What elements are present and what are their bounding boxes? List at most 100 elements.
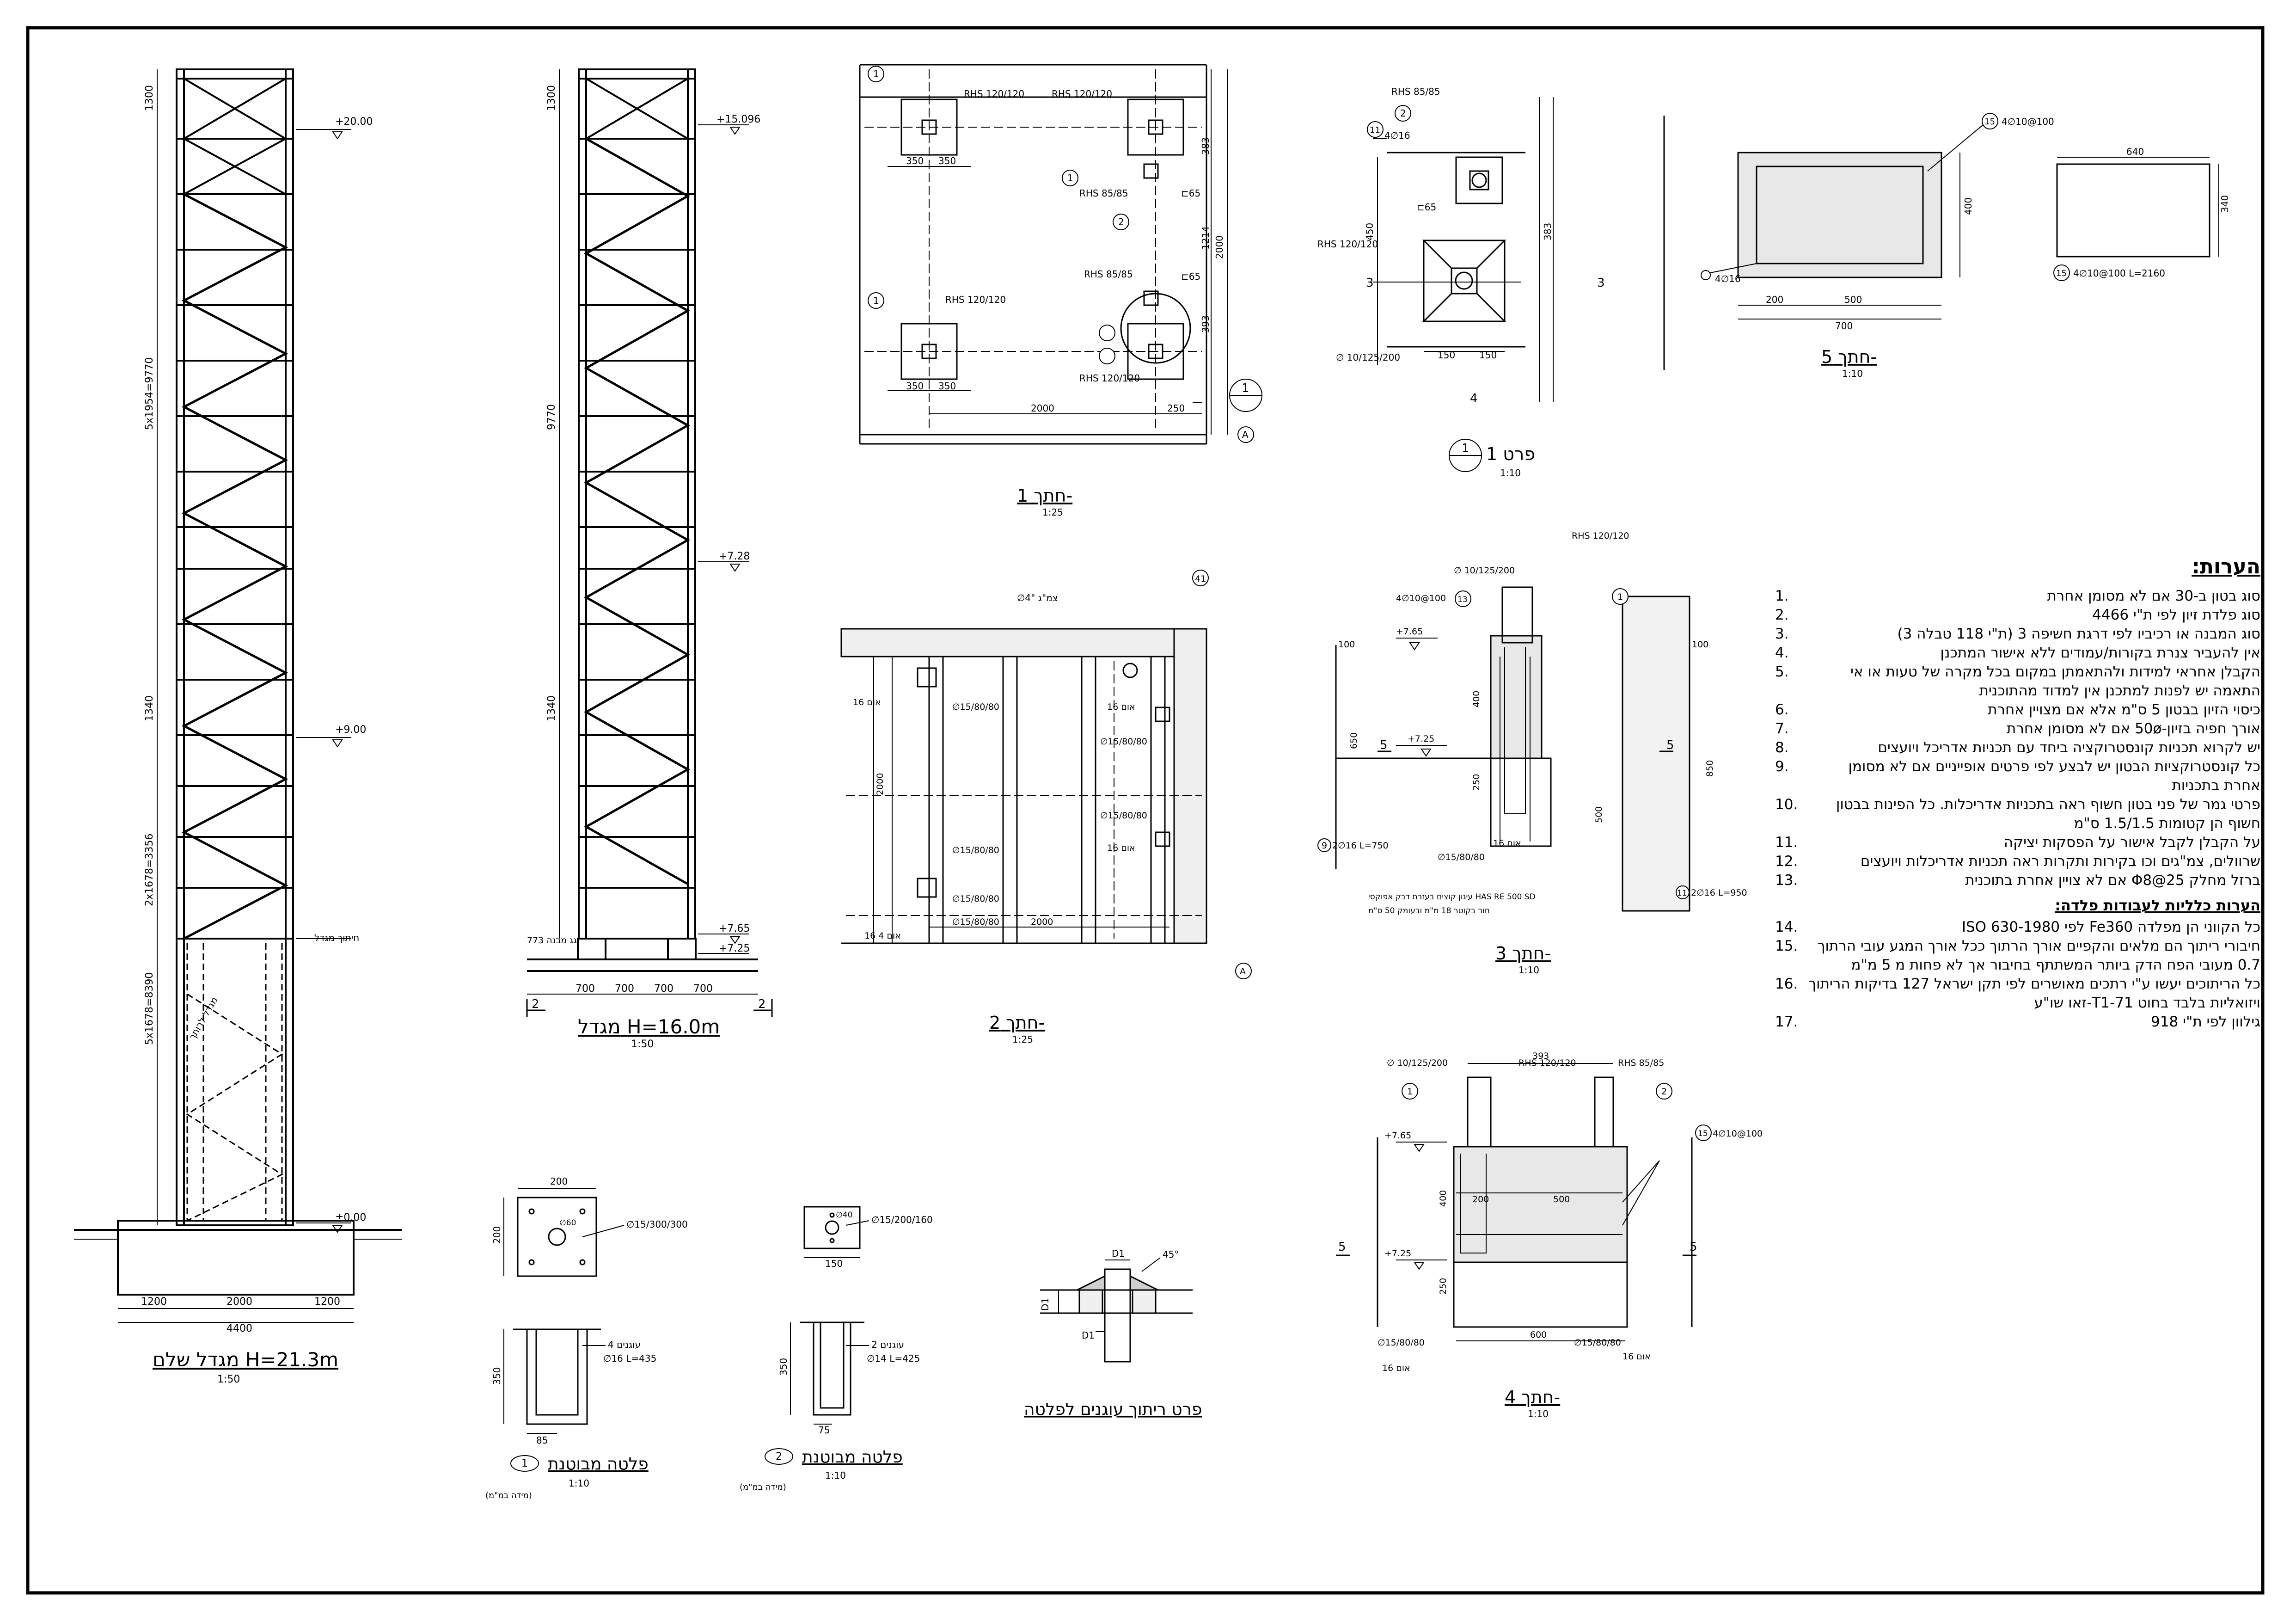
level-15096: +15.096 bbox=[716, 114, 760, 125]
section-1-texts: RHS 120/120 RHS 120/120 RHS 85/85 RHS 85… bbox=[873, 68, 1249, 440]
s3-dim-100: 100 bbox=[1338, 639, 1355, 650]
weld-label-angle: 45° bbox=[1163, 1249, 1179, 1260]
notes-title: הערות: bbox=[2192, 555, 2260, 578]
dim-4400: 4400 bbox=[227, 1323, 252, 1334]
note-number: 8. bbox=[1775, 739, 1789, 756]
s1-label-c65-a: ⊏65 bbox=[1181, 188, 1200, 199]
s1-callout-1c: 1 bbox=[1067, 172, 1073, 184]
s1-label-rhs120-b: RHS 120/120 bbox=[1052, 88, 1112, 99]
d1-section-4: 4 bbox=[1470, 392, 1478, 406]
p2-label-bar: ∅14 L=425 bbox=[867, 1353, 920, 1364]
section-5-scale: 1:10 bbox=[1842, 368, 1863, 379]
dim-1300-b: 1300 bbox=[546, 85, 557, 111]
s4-callout-15: 15 bbox=[1698, 1129, 1708, 1138]
note-text: כל קונסטרוקציות הבטון יש לבצע לפי פרטים … bbox=[1848, 758, 2260, 794]
section-2-title: חתך 2- bbox=[989, 1013, 1045, 1033]
plate-1-num: 1 bbox=[521, 1458, 528, 1469]
label-welded: מגדל לרותך bbox=[187, 995, 220, 1042]
steel-note-text: חיבורי ריתוך הם מלאים והקפיים אורך הרתוך… bbox=[1817, 938, 2260, 973]
d1-callout-2: 2 bbox=[1400, 108, 1406, 119]
p2-label-hole: ∅40 bbox=[836, 1210, 852, 1220]
section-1-title-block: חתך 1- 1:25 bbox=[1017, 485, 1072, 518]
section-5-title: חתך 5- bbox=[1821, 347, 1877, 367]
s3-label-hole: חור בקוטר 18 מ"מ ובעומק 50 ס"מ bbox=[1368, 906, 1490, 915]
d1-dim-383: 383 bbox=[1542, 223, 1553, 240]
note-item: כיסוי הזיון בבטון 5 ס"מ אלא אם מצויין אח… bbox=[1775, 700, 2260, 719]
d1-section-3-right: 3 bbox=[1597, 276, 1605, 290]
s1-dim-2000-h: 2000 bbox=[1031, 403, 1054, 414]
s3-label-nut: 16 אום bbox=[1493, 838, 1521, 848]
s1-dim-350-b: 350 bbox=[938, 155, 956, 166]
d1-label-4d16: 4∅16 bbox=[1384, 130, 1410, 141]
s5-dim-400: 400 bbox=[1963, 197, 1974, 215]
section-2-scale: 1:25 bbox=[1012, 1034, 1033, 1045]
s3-dim-850: 850 bbox=[1705, 760, 1715, 777]
s1-callout-1a: 1 bbox=[873, 68, 879, 80]
s4-dim-400: 400 bbox=[1438, 1190, 1448, 1207]
s5-dim-200: 200 bbox=[1766, 294, 1783, 305]
note-item: ברזל מחלק Φ8@25 אם לא צויין אחרת בתוכנית… bbox=[1775, 871, 2260, 890]
s4-dim-500: 500 bbox=[1553, 1194, 1570, 1204]
label-cut: חיתוך מגדל bbox=[314, 932, 359, 943]
note-item: שרוולים, צמ"גים וכו בקירות ותקרות ראה תכ… bbox=[1775, 852, 2260, 871]
d1-dim-450: 450 bbox=[1364, 223, 1375, 240]
s2-label-nut-b: 16 אום bbox=[1107, 702, 1135, 712]
s1-label-rhs120-d: RHS 120/120 bbox=[1079, 373, 1140, 384]
s1-dim-350-c: 350 bbox=[906, 381, 924, 392]
section-3-scale: 1:10 bbox=[1518, 965, 1539, 976]
s4-level-725: +7.25 bbox=[1384, 1248, 1411, 1259]
section-2-title-block: חתך 2- 1:25 bbox=[989, 1013, 1045, 1045]
note-item: פרטי גמר של פני בטון חשוף ראה בתכניות אד… bbox=[1775, 795, 2260, 833]
steel-notes-list: כל הקווני הן מפלדה Fe360 לפי ISO 630-198… bbox=[1775, 918, 2260, 1032]
plate-1-title: פלטה מבוטנת bbox=[548, 1455, 649, 1474]
s2-label-nut-c: 16 אום bbox=[1107, 843, 1135, 853]
weld-detail-title-block: פרט ריתוך עוגנים לפלטה bbox=[1024, 1400, 1202, 1419]
note-number: 6. bbox=[1775, 701, 1789, 718]
p1-label-anchors: 4 עוגנים bbox=[608, 1339, 641, 1350]
tower-full-title-block: מגדל שלם H=21.3m 1:50 bbox=[153, 1348, 338, 1385]
plate-2-scale: 1:10 bbox=[825, 1470, 846, 1481]
s2-label-plate-b: ∅15/80/80 bbox=[1100, 737, 1147, 747]
section-4-scale: 1:10 bbox=[1528, 1408, 1549, 1419]
detail-1-num: 1 bbox=[1462, 442, 1469, 455]
section-3-title-block: חתך 3- 1:10 bbox=[1495, 943, 1551, 976]
dim-1300: 1300 bbox=[144, 85, 155, 111]
s3-dim-650: 650 bbox=[1349, 732, 1359, 749]
s3-dim-100-r: 100 bbox=[1692, 639, 1708, 650]
s5-dim-500: 500 bbox=[1844, 294, 1862, 305]
steel-notes-title: הערות כלליות לעבודות פלדה: bbox=[2055, 897, 2260, 914]
weld-label-d1-left: D1 bbox=[1040, 1298, 1051, 1311]
steel-note-item: כל הריתוכים יעשו ע"י רתכים מאושרים לפי ת… bbox=[1775, 975, 2260, 1013]
p1-label-plate: ∅15/300/300 bbox=[626, 1219, 688, 1230]
weld-detail-texts: D1 45° D1 D1 bbox=[1040, 1248, 1179, 1341]
s3-label-rhs120: RHS 120/120 bbox=[1572, 531, 1629, 541]
s3-label-rebar: 4∅10@100 bbox=[1396, 593, 1446, 603]
section-4-texts: ∅ 10/125/200 RHS 120/120 RHS 85/85 4∅10@… bbox=[1338, 1051, 1763, 1373]
s4-label-nut-b: 16 אום bbox=[1623, 1352, 1651, 1362]
steel-note-number: 16. bbox=[1775, 976, 1798, 992]
s4-label-rhs85: RHS 85/85 bbox=[1618, 1058, 1664, 1068]
s3-callout-9: 9 bbox=[1322, 841, 1327, 851]
level-728: +7.28 bbox=[719, 551, 750, 562]
s5-dim-700: 700 bbox=[1835, 320, 1853, 332]
note-text: סוג פלדת זיון לפי ת"י 4466 bbox=[2092, 607, 2260, 623]
s3-callout-11: 11 bbox=[1677, 889, 1687, 898]
note-item: יש לקרוא תכניות קונסטרוקציה ביחד עם תכני… bbox=[1775, 738, 2260, 757]
weld-detail-title: פרט ריתוך עוגנים לפלטה bbox=[1024, 1400, 1202, 1419]
d1-label-rhs120: RHS 120/120 bbox=[1317, 239, 1378, 250]
note-item: הקבלן אחראי למידות ולהתאמתן במקום בכל מק… bbox=[1775, 663, 2260, 700]
tower-16-drawing bbox=[526, 68, 773, 1017]
s2-dim-2000-v: 2000 bbox=[875, 773, 885, 795]
s4-dim-600: 600 bbox=[1530, 1330, 1547, 1340]
note-text: שרוולים, צמ"גים וכו בקירות ותקרות ראה תכ… bbox=[1860, 853, 2260, 870]
note-text: פרטי גמר של פני בטון חשוף ראה בתכניות אד… bbox=[1836, 796, 2260, 832]
plate-2-drawing bbox=[765, 1206, 869, 1465]
section-3-title: חתך 3- bbox=[1495, 943, 1551, 964]
s4-label-mesh: ∅ 10/125/200 bbox=[1387, 1058, 1448, 1068]
plate-1-texts: 200 200 350 85 ∅60 ∅15/300/300 4 עוגנים … bbox=[491, 1176, 688, 1446]
